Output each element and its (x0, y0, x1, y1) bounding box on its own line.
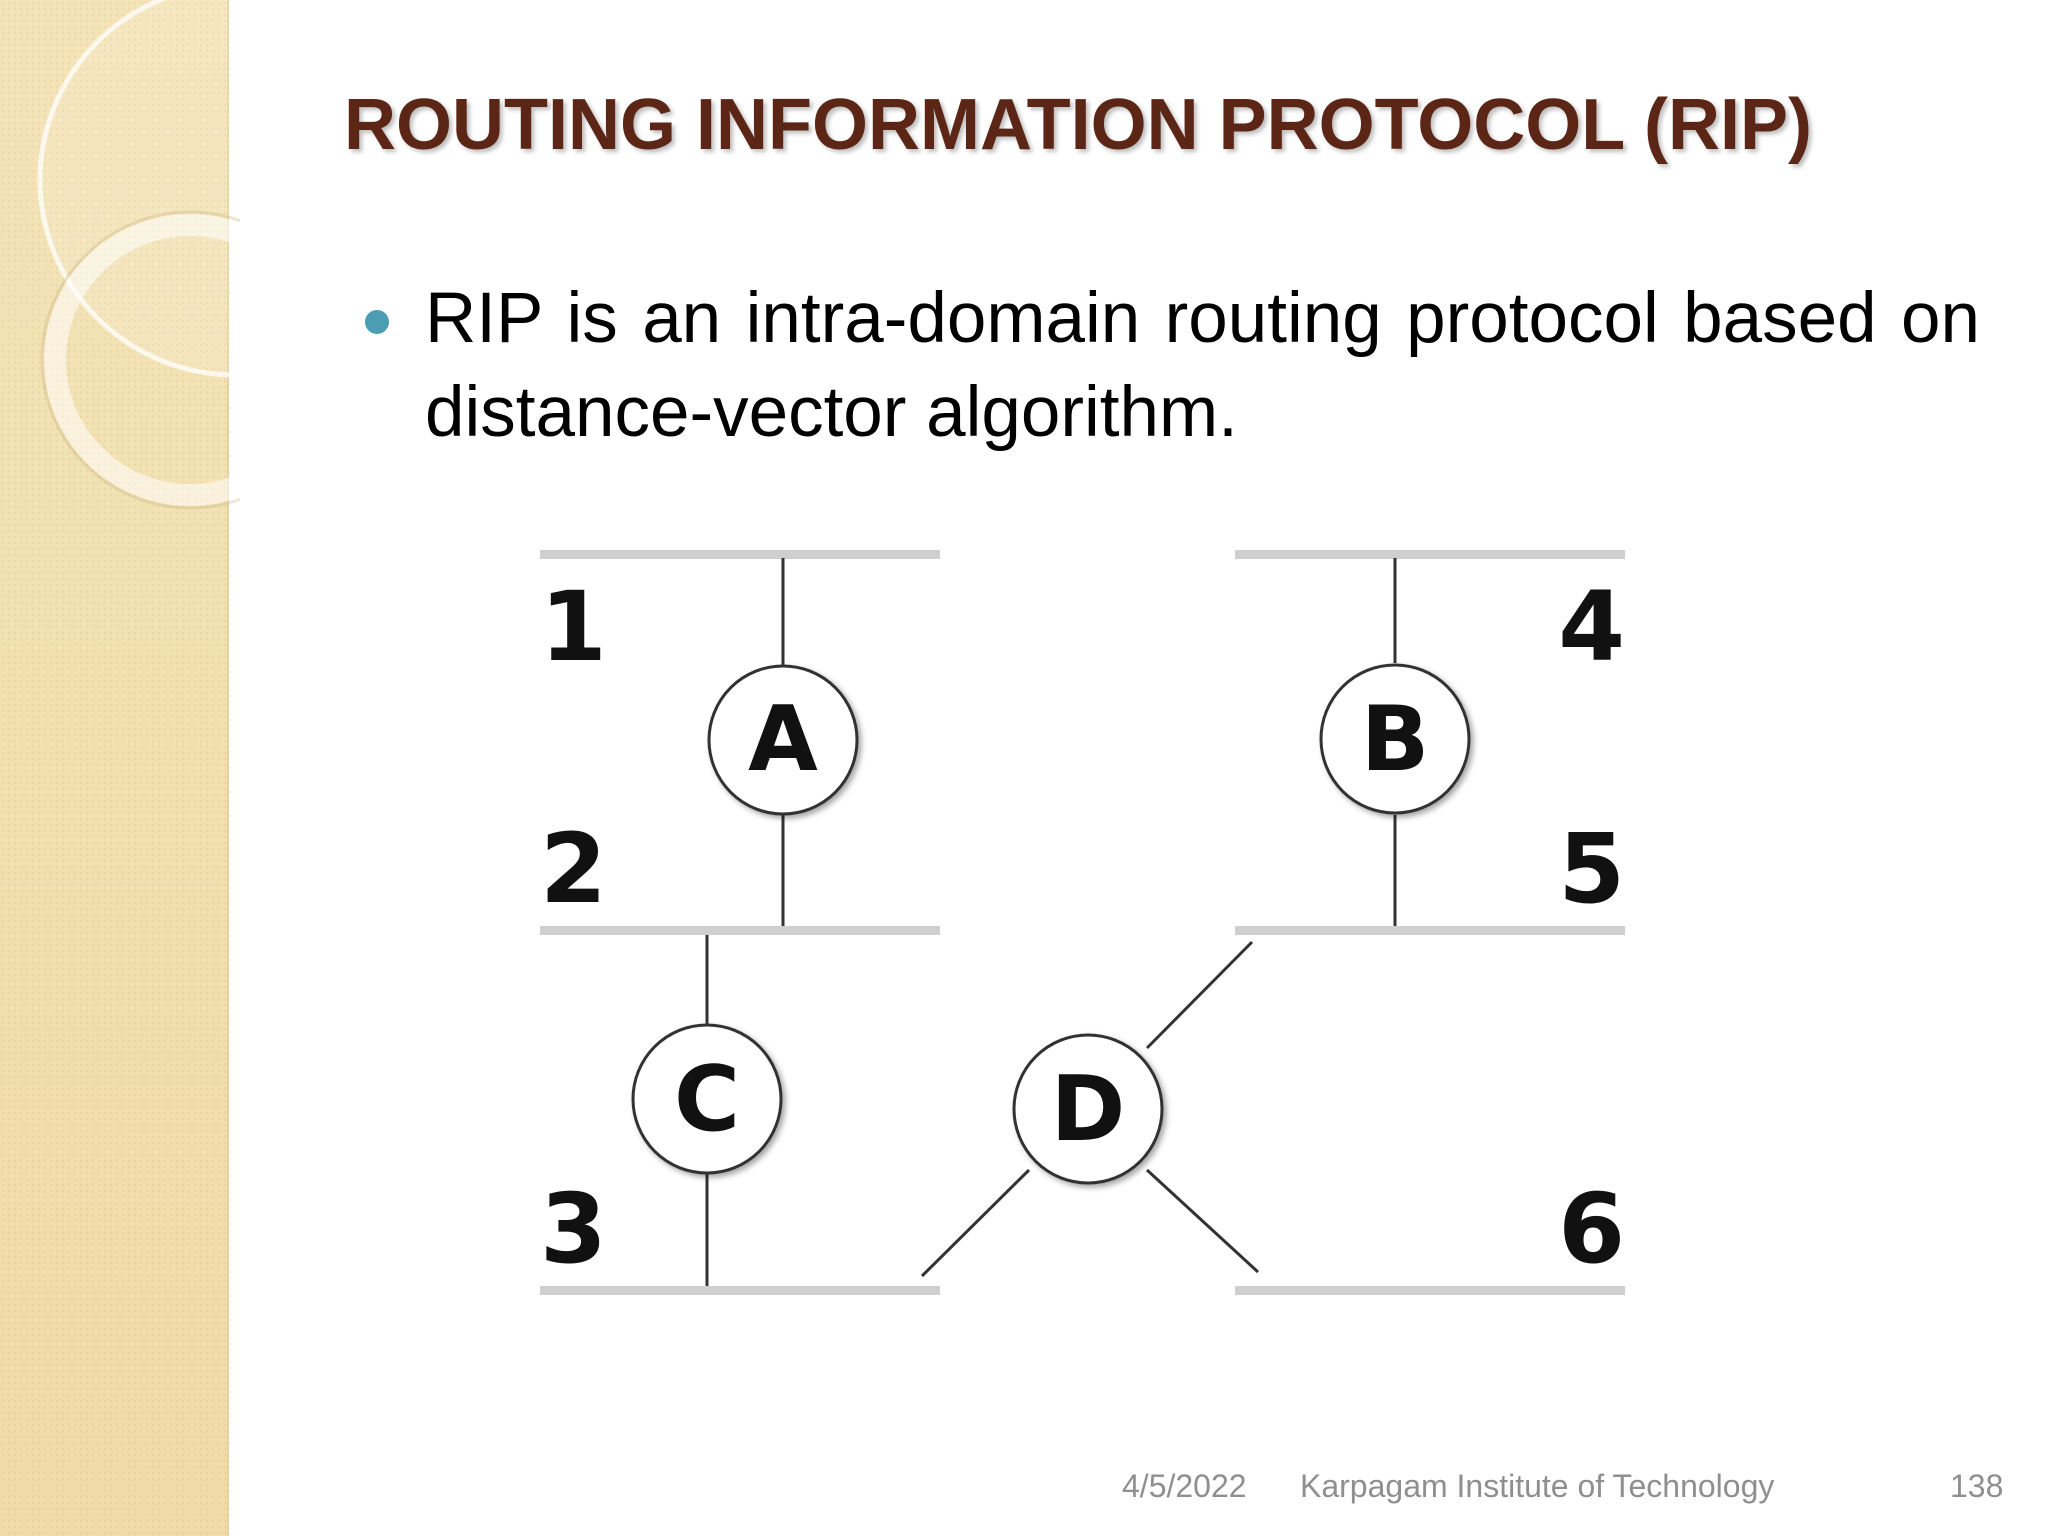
network-label-1: 1 (540, 571, 607, 683)
network-labels: 1 2 3 4 5 6 (540, 571, 1625, 1285)
network-label-6: 6 (1558, 1173, 1625, 1285)
router-d-label: D (1051, 1057, 1126, 1162)
rip-network-diagram: A B C D 1 2 3 4 5 6 (540, 550, 1625, 1295)
network-label-2: 2 (540, 813, 607, 925)
bullet-icon (365, 310, 389, 334)
bullet-text: RIP is an intra-domain routing protocol … (425, 279, 1980, 452)
network-bar-bottom-right (1235, 1286, 1625, 1295)
network-label-4: 4 (1558, 571, 1625, 683)
router-c: C (631, 1023, 783, 1175)
network-bar-top-left (540, 550, 940, 559)
router-d: D (1012, 1033, 1164, 1185)
router-c-label: C (674, 1047, 740, 1152)
slide-title: ROUTING INFORMATION PROTOCOL (RIP) (344, 85, 1812, 165)
footer-organization: Karpagam Institute of Technology (1300, 1468, 1775, 1504)
network-bars (540, 550, 1625, 1295)
footer-page-number: 138 (1950, 1468, 2004, 1504)
router-links (705, 558, 1397, 1286)
router-b: B (1319, 663, 1471, 815)
footer-date: 4/5/2022 (1122, 1468, 1247, 1504)
network-bar-top-right (1235, 550, 1625, 559)
link-d-5 (1145, 940, 1254, 1050)
network-label-5: 5 (1558, 813, 1625, 925)
router-a-label: A (748, 687, 818, 792)
network-label-3: 3 (540, 1173, 607, 1285)
router-b-label: B (1361, 687, 1430, 792)
network-bar-mid-left (540, 926, 940, 935)
decorative-rings (37, 0, 240, 510)
network-bar-bottom-left (540, 1286, 940, 1295)
router-a: A (707, 664, 859, 816)
link-d-3 (920, 1168, 1031, 1278)
link-d-6 (1145, 1168, 1260, 1274)
network-bar-mid-right (1235, 926, 1625, 935)
